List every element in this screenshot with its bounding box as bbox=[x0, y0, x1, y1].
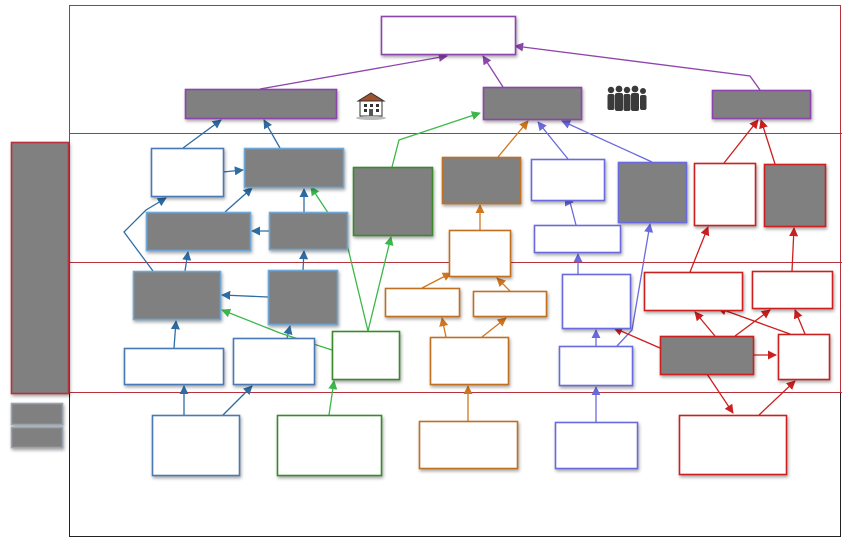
node-b1 bbox=[150, 147, 225, 198]
node-b3 bbox=[145, 211, 252, 252]
edge-layer bbox=[123, 42, 806, 422]
node-r7 bbox=[678, 414, 788, 476]
arrow-g1-to-purple-mid bbox=[391, 111, 481, 168]
node-purple-mid bbox=[482, 86, 583, 121]
node-o3 bbox=[384, 287, 461, 318]
arrow-b7-to-b5 bbox=[170, 320, 180, 349]
arrow-l5-to-l2 bbox=[616, 223, 654, 347]
node-r1 bbox=[693, 162, 757, 227]
node-b8 bbox=[232, 337, 316, 386]
arrow-o3-to-o2 bbox=[421, 272, 452, 289]
node-l4 bbox=[561, 273, 632, 330]
arrow-purple-right-to-top-goal bbox=[514, 42, 761, 91]
node-l5 bbox=[558, 345, 634, 387]
arrow-b5-to-b3 bbox=[182, 251, 192, 272]
arrow-b6-to-b4 bbox=[299, 250, 309, 271]
arrow-r5-to-r4 bbox=[734, 309, 771, 337]
node-b7 bbox=[123, 347, 225, 386]
node-top-goal bbox=[380, 15, 517, 56]
arrow-o1-to-purple-mid bbox=[497, 120, 529, 158]
arrow-o5-to-o3 bbox=[439, 317, 449, 338]
node-o2 bbox=[448, 229, 512, 278]
arrow-r5-to-r3 bbox=[694, 311, 716, 337]
arrow-g3-to-g2 bbox=[328, 380, 338, 416]
arrow-l1-to-purple-mid bbox=[537, 121, 569, 160]
node-r3 bbox=[643, 271, 744, 312]
arrow-r1-to-purple-right bbox=[723, 119, 759, 164]
node-b9 bbox=[151, 414, 241, 477]
arrow-r2-to-purple-right bbox=[759, 119, 776, 165]
arrow-l2-to-purple-mid bbox=[561, 120, 653, 163]
node-r6 bbox=[777, 333, 831, 381]
node-o1 bbox=[441, 156, 522, 205]
arrow-r3-to-r1 bbox=[689, 226, 710, 273]
node-l3 bbox=[533, 224, 622, 254]
arrow-r7-to-r6 bbox=[758, 380, 796, 416]
node-g2 bbox=[331, 330, 401, 381]
node-legend-item-1 bbox=[10, 402, 64, 426]
node-b5 bbox=[132, 270, 222, 321]
arrow-r4-to-r2 bbox=[789, 227, 799, 272]
arrow-r5-to-l4 bbox=[613, 327, 661, 349]
node-l1 bbox=[530, 158, 606, 202]
arrow-o5-to-o4 bbox=[481, 317, 507, 338]
node-side-panel bbox=[10, 141, 70, 395]
node-l2 bbox=[617, 161, 688, 224]
arrow-r5-to-r7 bbox=[706, 373, 734, 414]
node-b2 bbox=[243, 147, 345, 189]
arrow-purple-left-to-top-goal bbox=[259, 52, 448, 90]
arrow-o4-to-o2 bbox=[496, 277, 511, 292]
arrow-l3-to-l1 bbox=[564, 197, 577, 226]
arrow-b6-to-b5 bbox=[221, 290, 269, 300]
arrow-b1-to-purple-left bbox=[182, 119, 222, 149]
node-layer bbox=[10, 15, 834, 477]
arrow-purple-mid-to-top-goal bbox=[482, 55, 504, 88]
node-o4 bbox=[472, 290, 548, 318]
arrow-b2-to-purple-left bbox=[263, 119, 281, 149]
arrow-g2-to-g1 bbox=[367, 236, 394, 332]
building-icon bbox=[356, 92, 386, 120]
node-r5 bbox=[659, 335, 755, 376]
arrow-b9-to-b8 bbox=[222, 385, 253, 416]
arrow-r6-to-r4 bbox=[793, 309, 806, 335]
node-r2 bbox=[763, 163, 827, 228]
node-legend-item-2 bbox=[10, 426, 64, 449]
node-l6 bbox=[554, 421, 639, 470]
people-group-icon bbox=[607, 85, 647, 111]
node-b6 bbox=[267, 269, 339, 326]
node-b4 bbox=[268, 211, 349, 251]
arrow-b5-to-b1 bbox=[123, 197, 167, 272]
node-purple-right bbox=[711, 89, 812, 120]
node-g3 bbox=[276, 414, 383, 477]
arrow-r6-to-r3 bbox=[717, 306, 791, 335]
arrow-b1-to-b2 bbox=[222, 166, 244, 176]
node-o6 bbox=[418, 420, 519, 470]
node-o5 bbox=[429, 336, 510, 386]
node-g1 bbox=[352, 166, 434, 237]
arrow-b3-to-b2 bbox=[224, 187, 253, 213]
node-r4 bbox=[751, 270, 834, 310]
node-purple-left bbox=[184, 88, 338, 120]
